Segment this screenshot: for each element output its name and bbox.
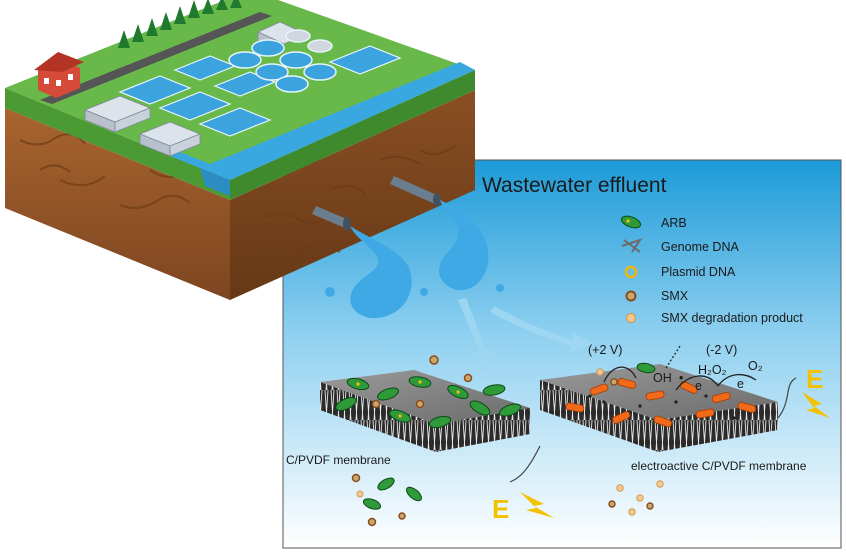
legend-label-genome-dna: Genome DNA [661,240,739,254]
cathode-voltage: (-2 V) [706,343,737,357]
smx-product-icon [625,312,637,324]
anode-voltage: (+2 V) [588,343,622,357]
potential-symbol-right: E [806,364,823,394]
left-membrane [320,355,530,452]
electron-right-label: e [737,377,744,391]
electron-left-label: e [695,379,702,393]
lightning-icon [802,392,830,418]
effluent-pipes [312,176,441,231]
water-discharge [325,200,504,319]
hydroxyl-label: OH [653,371,672,385]
reaction-bacterium [636,362,656,374]
right-permeate [608,480,664,516]
potential-symbol-left: E [492,494,509,524]
legend-label-smx: SMX [661,289,689,303]
smx-particle-icon [625,290,637,302]
left-permeate [351,473,422,527]
potential-left: E [492,445,554,524]
legend-label-arb: ARB [661,216,687,230]
flow-arrows [458,298,594,372]
arb-bacterium-icon [620,215,642,229]
hydroxyl-dot: • [679,371,683,385]
genome-dna-icon [621,238,643,253]
right-membrane-label: electroactive C/PVDF membrane [631,459,807,473]
plasmid-dna-icon [624,265,638,279]
lightning-icon [520,492,554,518]
left-membrane-label: C/PVDF membrane [286,453,391,467]
potential-right: E [777,364,830,419]
house-icon [34,52,84,98]
legend-label-smx-product: SMX degradation product [661,311,803,325]
legend: ARB Genome DNA Plasmid DNA SMX SMX degra… [620,215,803,325]
treatment-plant-block [5,0,475,300]
reaction-products [596,368,618,386]
peroxide-label: H₂O₂ [698,363,727,377]
right-membrane [540,364,778,452]
oxygen-label: O₂ [748,359,763,373]
legend-label-plasmid-dna: Plasmid DNA [661,265,736,279]
reaction-arcs [603,345,757,391]
panel-title: Wastewater effluent [482,174,667,197]
